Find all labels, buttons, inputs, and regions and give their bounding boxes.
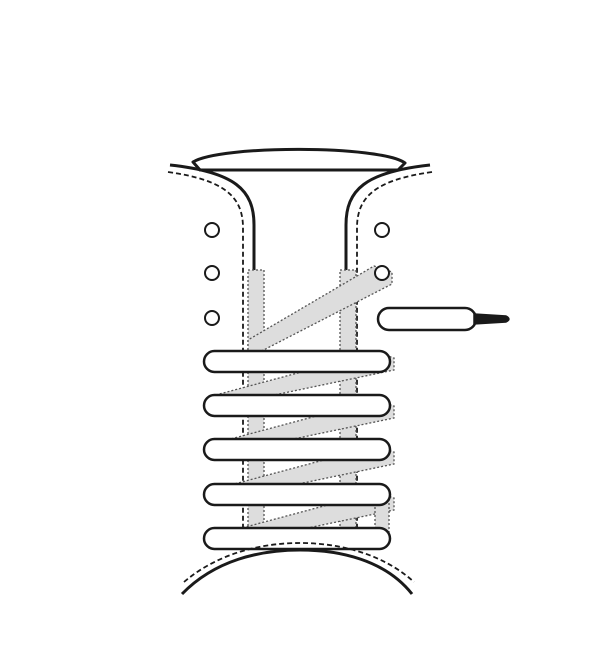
lace-bar bbox=[202, 526, 392, 551]
lace-bar bbox=[202, 393, 392, 418]
loose-lace bbox=[376, 306, 478, 332]
right-quarter-panel bbox=[344, 163, 431, 548]
eyelet-icon bbox=[374, 265, 390, 281]
lace-bar bbox=[202, 437, 392, 462]
vamp-stitching bbox=[183, 542, 415, 583]
eyelet-icon bbox=[204, 222, 220, 238]
eyelet-icon bbox=[204, 265, 220, 281]
lace-bar bbox=[202, 482, 392, 507]
shoe-tongue bbox=[191, 147, 407, 172]
left-quarter-stitching bbox=[167, 171, 244, 545]
right-quarter-stitching bbox=[356, 171, 433, 545]
hidden-lace-diagonal-1 bbox=[247, 265, 393, 360]
lace-bar bbox=[202, 349, 392, 374]
aglet-icon bbox=[473, 313, 510, 325]
eyelet-icon bbox=[204, 310, 220, 326]
loose-lace-end bbox=[376, 306, 510, 332]
left-quarter-panel bbox=[169, 163, 256, 548]
eyelets bbox=[204, 222, 390, 326]
shoe-vamp bbox=[180, 548, 414, 596]
eyelet-icon bbox=[374, 222, 390, 238]
